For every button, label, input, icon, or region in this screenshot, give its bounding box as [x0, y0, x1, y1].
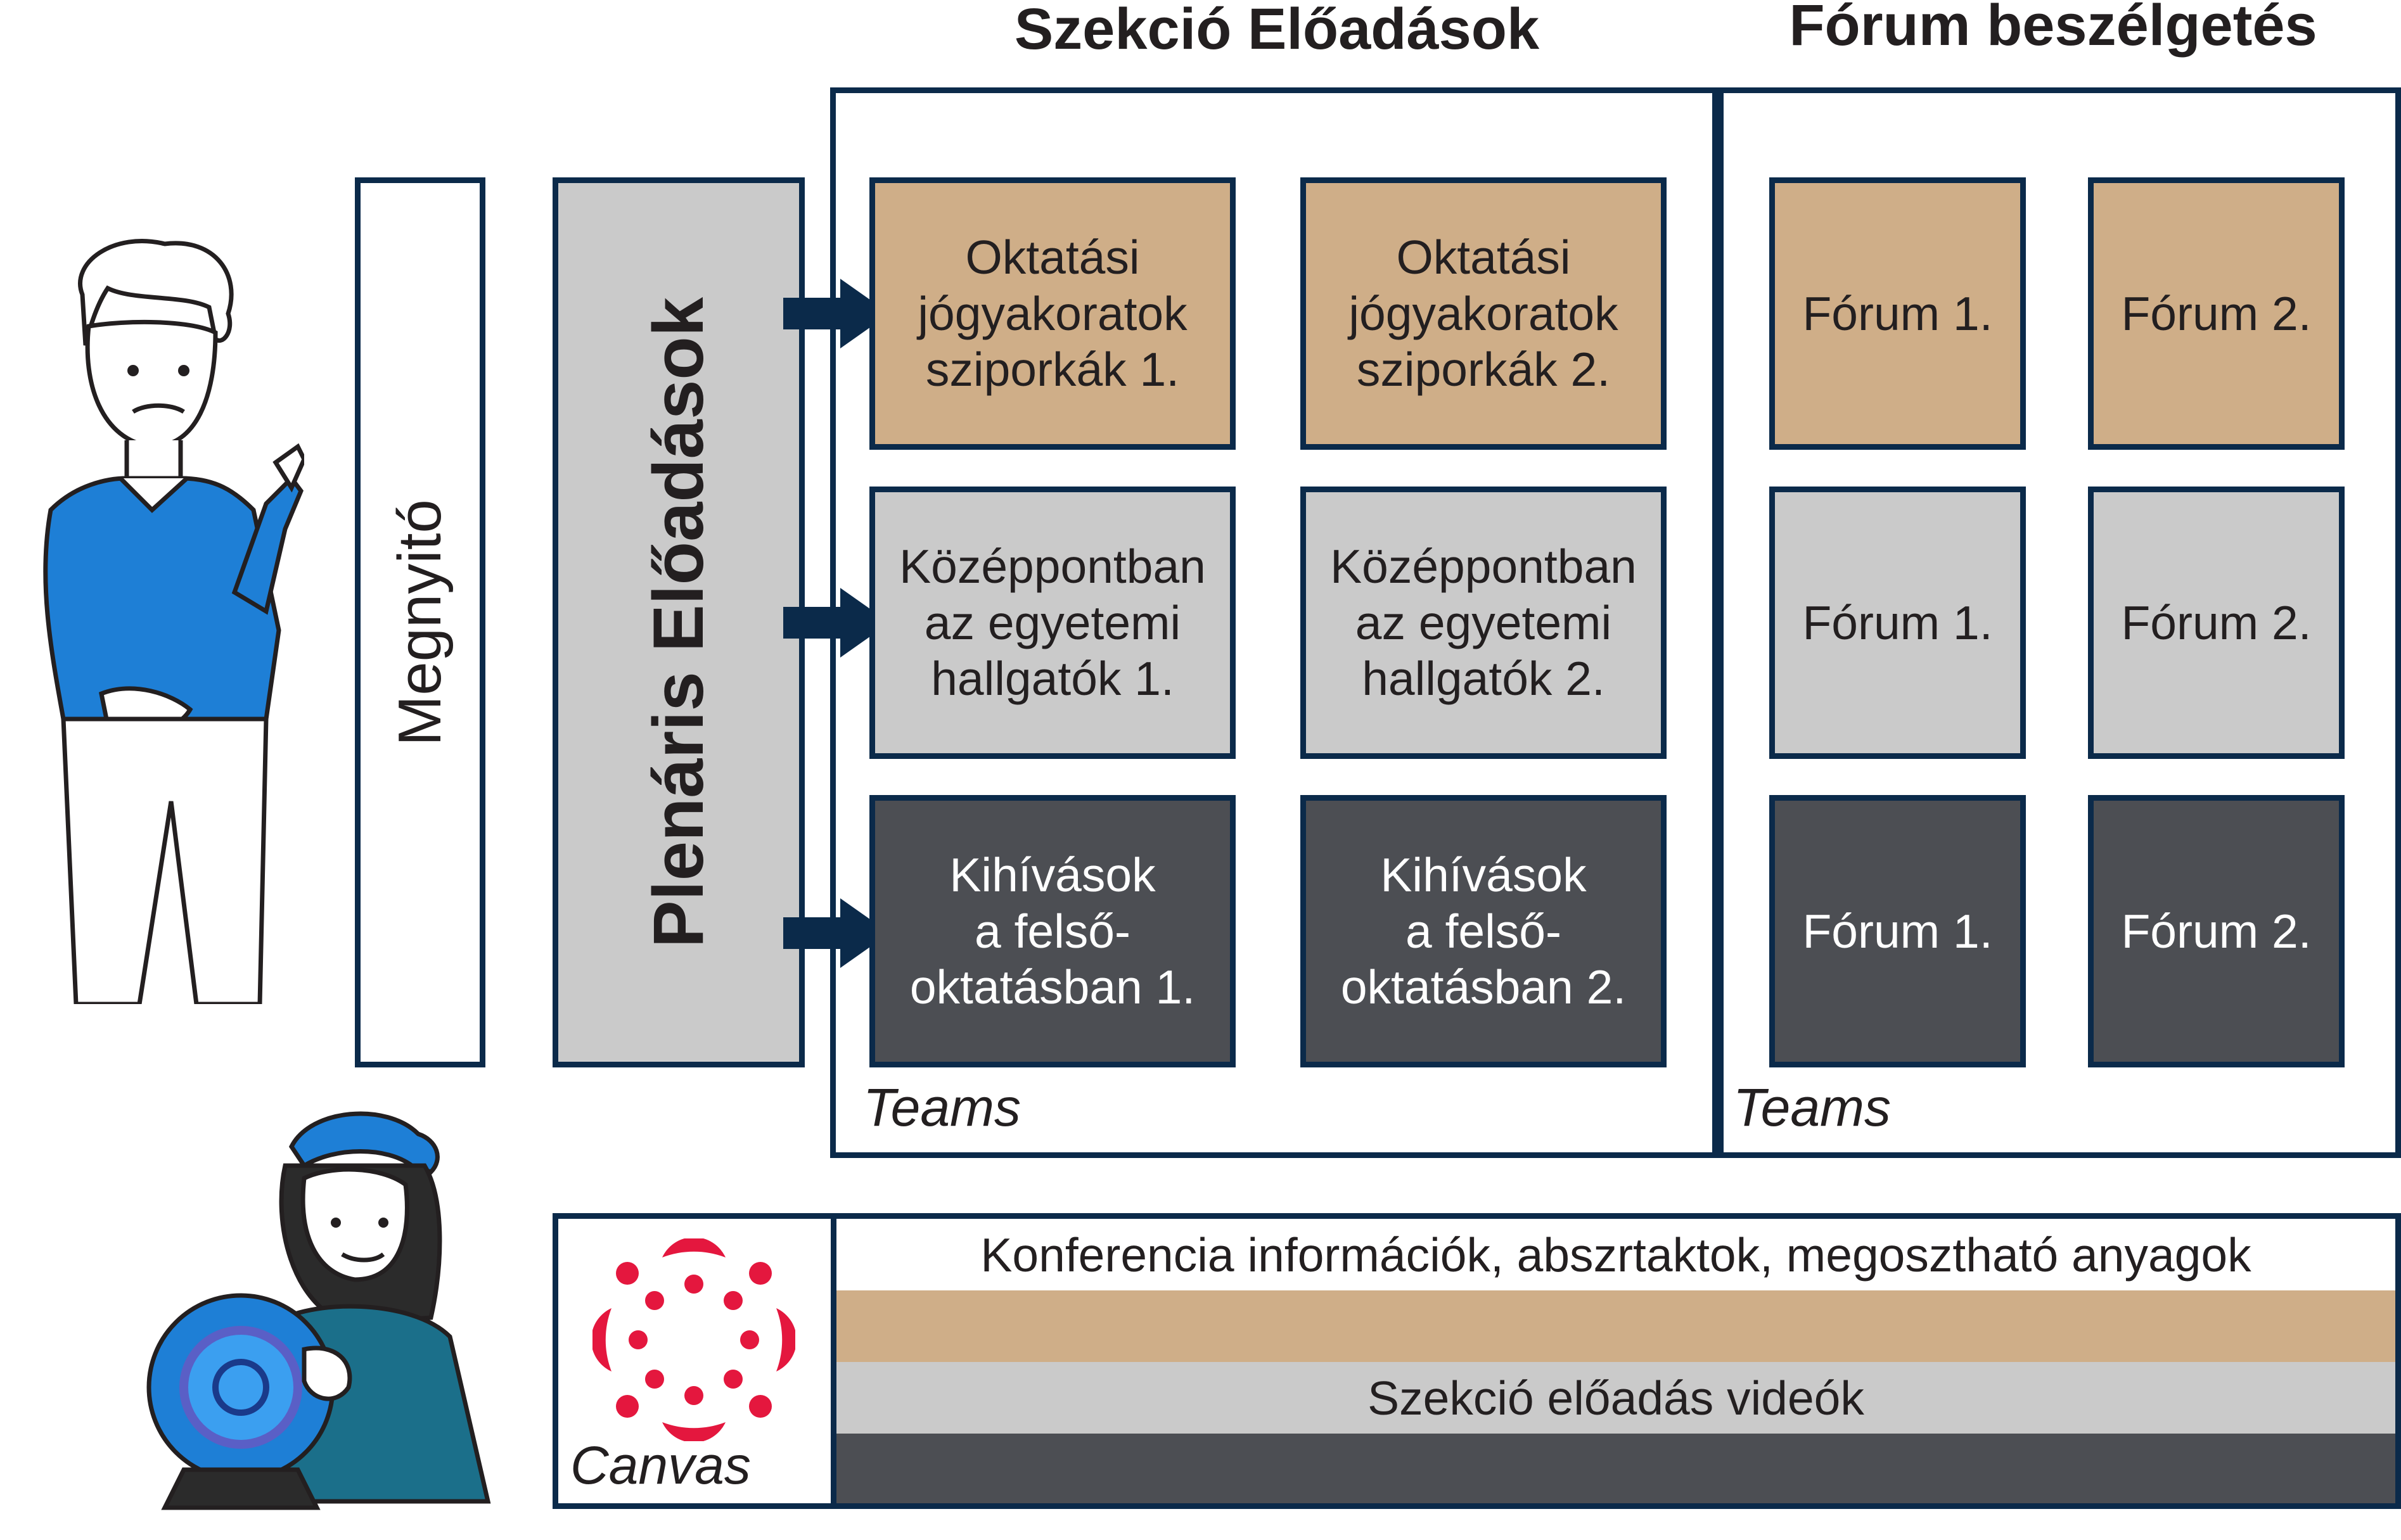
forum-box-2-1: Fórum 1.	[1769, 487, 2026, 759]
forum-box-3-2: Fórum 2.	[2088, 795, 2345, 1067]
sections-heading: Szekció Előadások	[1014, 0, 1540, 61]
canvas-row-tan	[836, 1290, 2395, 1362]
session-box-2-1: Középpontban az egyetemi hallgatók 1.	[869, 487, 1236, 759]
canvas-divider	[831, 1213, 836, 1509]
opening-label: Megnyitó	[386, 499, 454, 746]
right-arrow-icon	[783, 588, 890, 658]
session-box-1-2: Oktatási jógyakoratok sziporkák 2.	[1300, 177, 1667, 450]
session-box-3-2: Kihívások a felső- oktatásban 2.	[1300, 795, 1667, 1067]
session-box-3-1: Kihívások a felső- oktatásban 1.	[869, 795, 1236, 1067]
plenary-box: Plenáris Előadások	[553, 177, 805, 1067]
forum-box-1-2: Fórum 2.	[2088, 177, 2345, 450]
session-box-1-1: Oktatási jógyakoratok sziporkák 1.	[869, 177, 1236, 450]
canvas-logo-icon	[592, 1238, 795, 1441]
teams-label-sections: Teams	[863, 1078, 1021, 1137]
opening-box: Megnyitó	[355, 177, 485, 1067]
right-arrow-icon	[783, 898, 890, 968]
forum-frame	[1712, 87, 2401, 1158]
session-box-2-2: Középpontban az egyetemi hallgatók 2.	[1300, 487, 1667, 759]
forum-box-2-2: Fórum 2.	[2088, 487, 2345, 759]
right-arrow-icon	[783, 279, 890, 348]
canvas-row-videos: Szekció előadás videók	[836, 1362, 2395, 1434]
forum-heading: Fórum beszélgetés	[1789, 0, 2317, 58]
speaker-illustration	[25, 238, 304, 1004]
canvas-label: Canvas	[570, 1435, 751, 1495]
presenter-illustration	[146, 1096, 513, 1514]
canvas-row-info: Konferencia információk, abszrtaktok, me…	[836, 1219, 2395, 1290]
canvas-frame	[553, 1213, 2401, 1509]
canvas-row-dark	[836, 1434, 2395, 1503]
sections-frame	[830, 87, 1724, 1158]
plenary-label: Plenáris Előadások	[639, 296, 719, 948]
forum-box-1-1: Fórum 1.	[1769, 177, 2026, 450]
teams-label-forum: Teams	[1733, 1078, 1892, 1137]
forum-box-3-1: Fórum 1.	[1769, 795, 2026, 1067]
